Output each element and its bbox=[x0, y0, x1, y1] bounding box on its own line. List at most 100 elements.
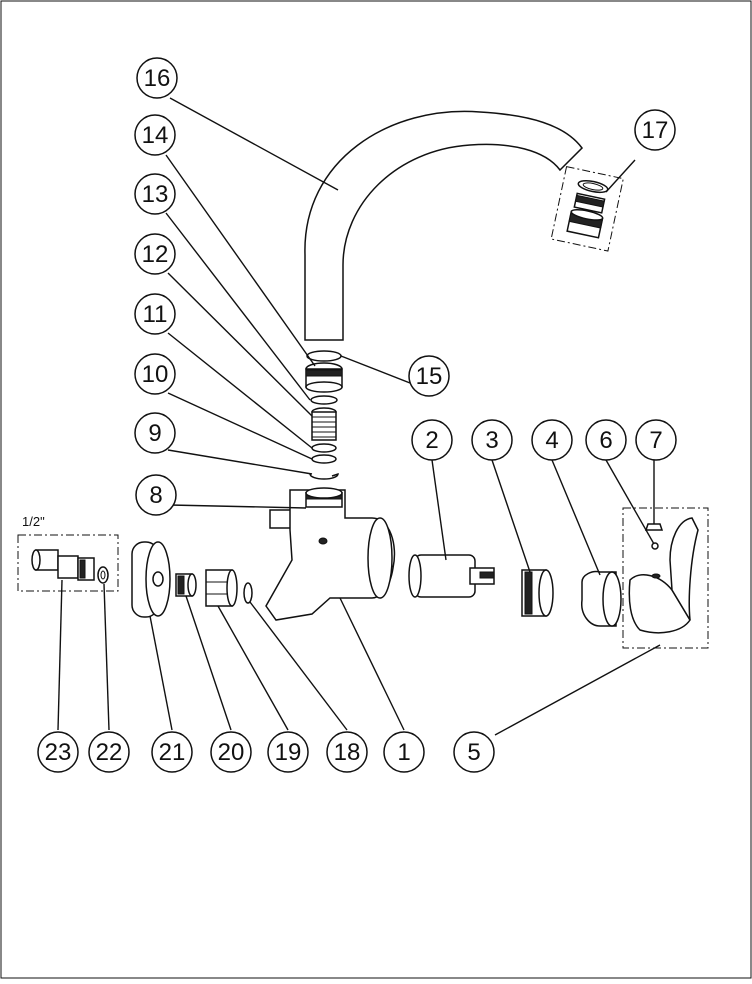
o-ring-11 bbox=[311, 443, 337, 453]
callout-label: 4 bbox=[545, 427, 558, 454]
callout-20: 20 bbox=[210, 731, 252, 773]
leader-lines bbox=[57, 97, 661, 736]
o-ring-18 bbox=[243, 582, 253, 604]
screw-7 bbox=[644, 523, 664, 531]
callout-19: 19 bbox=[267, 731, 309, 773]
callout-circle bbox=[471, 419, 513, 461]
threaded-insert-part bbox=[311, 407, 337, 441]
callout-label: 19 bbox=[275, 739, 302, 766]
callout-circle bbox=[134, 114, 176, 156]
callout-label: 20 bbox=[218, 739, 245, 766]
callout-circle bbox=[408, 355, 450, 397]
o-ring-13 bbox=[310, 395, 338, 405]
callout-label: 16 bbox=[144, 65, 171, 92]
valve-body-part bbox=[265, 487, 396, 621]
callout-circle bbox=[134, 412, 176, 454]
cover-cap-part bbox=[581, 570, 622, 627]
callout-label: 23 bbox=[45, 739, 72, 766]
callout-label: 12 bbox=[142, 241, 169, 268]
callout-12: 12 bbox=[134, 233, 176, 275]
callout-circle bbox=[453, 731, 495, 773]
callout-label: 21 bbox=[159, 739, 186, 766]
wall-flange-part bbox=[131, 541, 171, 618]
aerator-part bbox=[566, 179, 609, 239]
callout-circle bbox=[411, 419, 453, 461]
callout-label: 17 bbox=[642, 117, 669, 144]
callout-circle bbox=[635, 419, 677, 461]
callout-label: 8 bbox=[149, 482, 162, 509]
callout-label: 11 bbox=[143, 301, 168, 328]
callout-4: 4 bbox=[531, 419, 573, 461]
eccentric-connector-part bbox=[31, 549, 95, 581]
callout-circle bbox=[135, 474, 177, 516]
callout-2: 2 bbox=[411, 419, 453, 461]
connector-outline bbox=[17, 534, 119, 592]
callout-circle bbox=[134, 293, 176, 335]
fitting-20 bbox=[175, 573, 197, 597]
callout-circle bbox=[37, 731, 79, 773]
spout-nut-part bbox=[305, 362, 343, 393]
callout-label: 1 bbox=[397, 739, 410, 766]
callout-22: 22 bbox=[88, 731, 130, 773]
callout-label: 7 bbox=[649, 427, 662, 454]
callout-15: 15 bbox=[408, 355, 450, 397]
callout-circle bbox=[210, 731, 252, 773]
callout-5: 5 bbox=[453, 731, 495, 773]
callout-23: 23 bbox=[37, 731, 79, 773]
callout-label: 15 bbox=[416, 363, 443, 390]
washer-22 bbox=[97, 566, 109, 584]
handle-outline bbox=[622, 507, 709, 649]
callout-label: 3 bbox=[485, 427, 498, 454]
callout-21: 21 bbox=[151, 731, 193, 773]
bonnet-nut-part bbox=[521, 569, 554, 617]
callout-circle bbox=[134, 233, 176, 275]
callout-10: 10 bbox=[134, 353, 176, 395]
callout-circle bbox=[634, 109, 676, 151]
o-ring-15 bbox=[306, 350, 342, 362]
spout-part bbox=[304, 110, 583, 341]
callout-6: 6 bbox=[585, 419, 627, 461]
callout-18: 18 bbox=[326, 731, 368, 773]
cartridge-part bbox=[408, 554, 495, 598]
callout-circle bbox=[326, 731, 368, 773]
callout-label: 22 bbox=[96, 739, 123, 766]
callout-circle bbox=[134, 173, 176, 215]
callout-11: 11 bbox=[134, 293, 176, 335]
callout-label: 18 bbox=[334, 739, 361, 766]
callout-circle bbox=[585, 419, 627, 461]
callout-label: 9 bbox=[148, 420, 161, 447]
callout-label: 2 bbox=[425, 427, 438, 454]
o-ring-10 bbox=[311, 454, 337, 464]
set-screw-6 bbox=[651, 542, 659, 550]
callout-13: 13 bbox=[134, 173, 176, 215]
callout-label: 10 bbox=[142, 361, 169, 388]
callout-circle bbox=[383, 731, 425, 773]
callout-7: 7 bbox=[635, 419, 677, 461]
callout-circle bbox=[151, 731, 193, 773]
callout-circle bbox=[134, 353, 176, 395]
circlip-9 bbox=[309, 472, 339, 480]
callout-16: 16 bbox=[136, 57, 178, 99]
callout-label: 13 bbox=[142, 181, 169, 208]
callout-label: 5 bbox=[467, 739, 480, 766]
aerator-outline bbox=[550, 166, 624, 252]
callout-circle bbox=[531, 419, 573, 461]
lever-handle-part bbox=[628, 517, 699, 634]
callout-label: 6 bbox=[599, 427, 612, 454]
callout-9: 9 bbox=[134, 412, 176, 454]
callout-8: 8 bbox=[135, 474, 177, 516]
callout-3: 3 bbox=[471, 419, 513, 461]
callout-17: 17 bbox=[634, 109, 676, 151]
callout-14: 14 bbox=[134, 114, 176, 156]
callout-circle bbox=[136, 57, 178, 99]
callout-circle bbox=[88, 731, 130, 773]
hex-nut-19 bbox=[205, 569, 238, 607]
callout-label: 14 bbox=[142, 122, 169, 149]
callout-circle bbox=[267, 731, 309, 773]
callout-1: 1 bbox=[383, 731, 425, 773]
size-label: 1/2" bbox=[22, 514, 45, 529]
